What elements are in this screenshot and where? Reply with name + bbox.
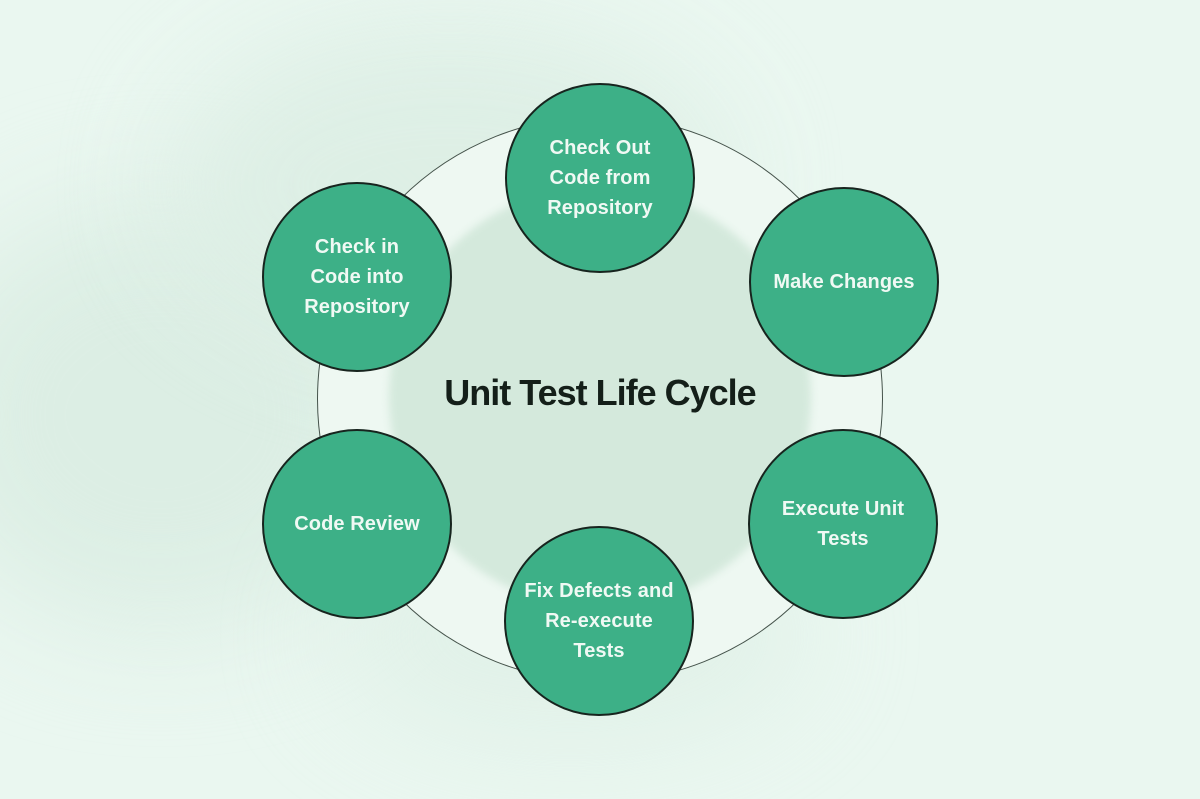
node-fix-defects: Fix Defects and Re-execute Tests xyxy=(504,526,694,716)
node-label: Check in Code into Repository xyxy=(304,236,410,318)
node-check-in-code: Check in Code into Repository xyxy=(262,182,452,372)
node-label: Fix Defects and Re-execute Tests xyxy=(524,580,674,662)
node-label: Execute Unit Tests xyxy=(781,498,905,550)
node-execute-unit-tests: Execute Unit Tests xyxy=(748,429,938,619)
node-make-changes: Make Changes xyxy=(749,187,939,377)
node-label: Make Changes xyxy=(773,271,915,293)
node-code-review: Code Review xyxy=(262,429,452,619)
node-check-out-code: Check Out Code from Repository xyxy=(505,83,695,273)
node-label: Code Review xyxy=(294,513,420,535)
node-label: Check Out Code from Repository xyxy=(547,137,653,219)
diagram-title: Unit Test Life Cycle xyxy=(444,372,756,413)
